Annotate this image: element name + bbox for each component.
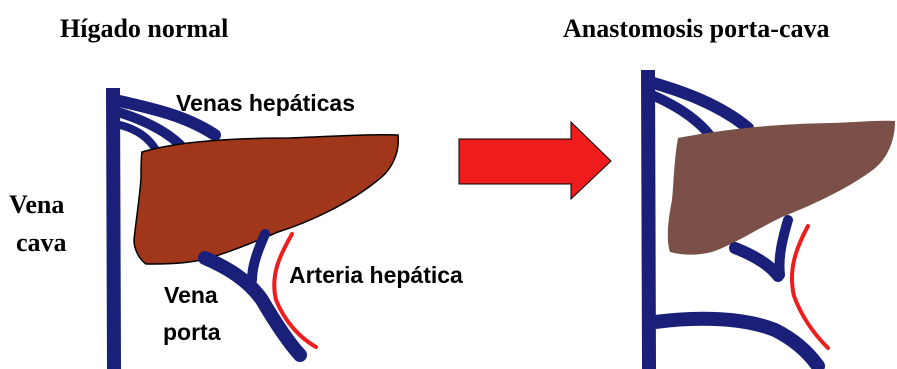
label-portal-vein-1: Vena <box>164 282 218 308</box>
right-portocaval-shunt <box>655 319 818 366</box>
right-title: Anastomosis porta-cava <box>563 14 830 43</box>
right-panel: Anastomosis porta-cava <box>563 14 895 369</box>
label-hepatic-veins: Venas hepáticas <box>176 90 355 116</box>
label-vena-cava-1: Vena <box>9 190 64 219</box>
left-panel: Hígado normal Venas hepáticas Vena cava … <box>9 14 463 369</box>
right-portal-vein-branch <box>779 220 788 275</box>
right-hepatic-artery <box>792 226 828 348</box>
label-portal-vein-2: porta <box>163 319 221 345</box>
left-title: Hígado normal <box>60 14 228 43</box>
left-vena-cava <box>106 88 121 369</box>
transition-arrow <box>459 122 611 199</box>
label-vena-cava-2: cava <box>16 228 67 257</box>
left-liver <box>134 135 398 264</box>
label-hepatic-artery: Arteria hepática <box>289 262 463 288</box>
right-portal-vein <box>735 248 778 276</box>
